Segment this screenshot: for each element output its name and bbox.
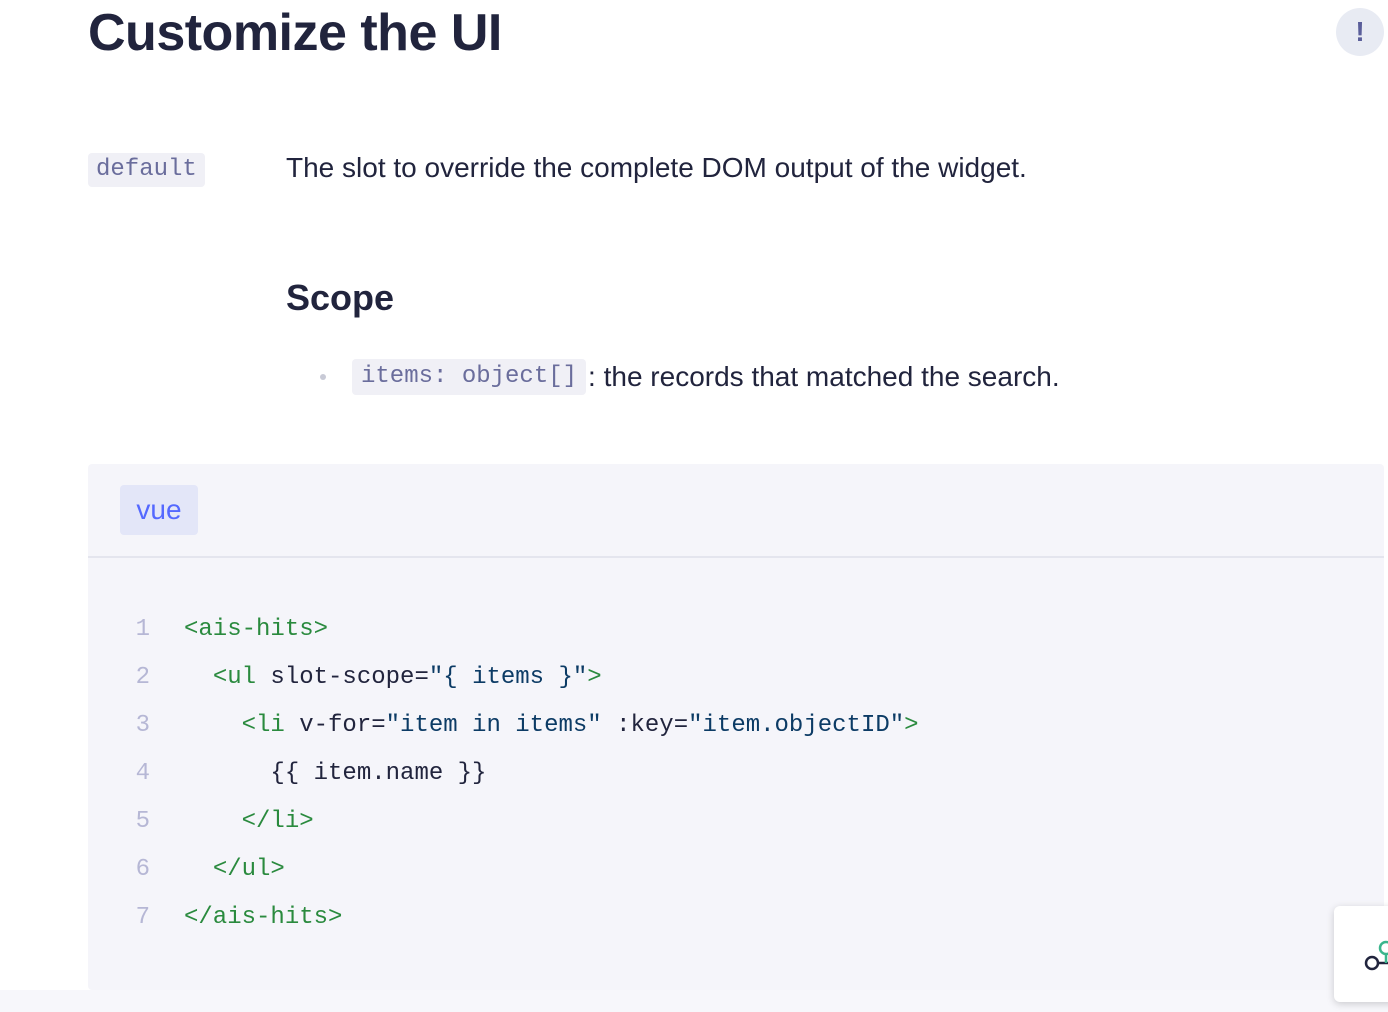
code-text: </ais-hits> — [184, 894, 342, 942]
code-token: </li> — [241, 808, 314, 835]
scope-heading: Scope — [286, 277, 395, 318]
page-title: Customize the UI — [88, 4, 502, 62]
code-token: > — [587, 664, 602, 691]
code-indent — [184, 808, 242, 835]
code-line: 1 <ais-hits> — [88, 606, 919, 654]
exclamation-icon: ! — [1355, 16, 1365, 47]
code-lines: 1<ais-hits>2 <ul slot-scope="{ items }">… — [88, 606, 919, 942]
code-token: <ul — [212, 664, 271, 691]
slot-name: default — [88, 153, 205, 187]
code-token: <li — [241, 712, 300, 739]
code-token: </ais-hits> — [184, 904, 343, 931]
code-token: "item.objectID" — [688, 712, 905, 739]
code-token: > — [904, 712, 919, 739]
chat-widget-button[interactable] — [1334, 906, 1388, 1002]
line-number: 3 — [135, 712, 150, 739]
slot-description: The slot to override the complete DOM ou… — [286, 152, 1027, 183]
line-number: 6 — [135, 856, 150, 883]
chat-widget-icon — [1364, 940, 1388, 971]
line-number: 5 — [135, 808, 150, 835]
bullet-icon — [320, 374, 326, 380]
code-text: </li> — [184, 798, 314, 846]
footer-strip — [0, 990, 1388, 1012]
line-number: 1 — [135, 616, 150, 643]
code-block: vue 1 <ais-hits> 2 <ul slot-scope="{ items… — [88, 464, 1384, 990]
code-indent — [184, 664, 213, 691]
code-text: <li v-for="item in items" :key="item.obj… — [184, 702, 919, 750]
line-number: 2 — [135, 664, 150, 691]
scope-item-text: : the records that matched the search. — [588, 361, 1060, 392]
code-token: :key= — [601, 712, 689, 739]
scope-item-code: items: object[] — [352, 359, 587, 395]
code-text: <ul slot-scope="{ items }"> — [184, 654, 602, 702]
feedback-button[interactable]: ! — [1336, 8, 1384, 56]
code-text: <ais-hits> — [184, 606, 328, 654]
code-line: 5 </li> — [88, 798, 919, 846]
code-indent — [184, 712, 242, 739]
code-token: <ais-hits> — [184, 616, 329, 643]
code-indent — [184, 760, 270, 787]
code-token: slot-scope= — [270, 664, 429, 691]
code-token: "{ items }" — [428, 664, 588, 691]
scope-item: items: object[] : the records that match… — [318, 358, 1060, 396]
code-line: 2 <ul slot-scope="{ items }"> — [88, 654, 919, 702]
tab-vue[interactable]: vue — [120, 485, 198, 535]
code-tabs: vue — [88, 464, 1384, 558]
code-token: "item in items" — [385, 712, 602, 739]
code-line: 3 <li v-for="item in items" :key="item.o… — [88, 702, 919, 750]
code-line: 6 </ul> — [88, 846, 919, 894]
code-text: </ul> — [184, 846, 285, 894]
code-line: 4 {{ item.name }} — [88, 750, 919, 798]
line-number: 4 — [135, 760, 150, 787]
scope-list: items: object[] : the records that match… — [318, 358, 1060, 396]
code-token: {{ item.name }} — [270, 760, 487, 787]
code-token: v-for= — [299, 712, 386, 739]
code-line: 7 </ais-hits> — [88, 894, 919, 942]
line-number: 7 — [135, 904, 150, 931]
code-token: </ul> — [212, 856, 285, 883]
code-text: {{ item.name }} — [184, 750, 486, 798]
code-indent — [184, 856, 213, 883]
